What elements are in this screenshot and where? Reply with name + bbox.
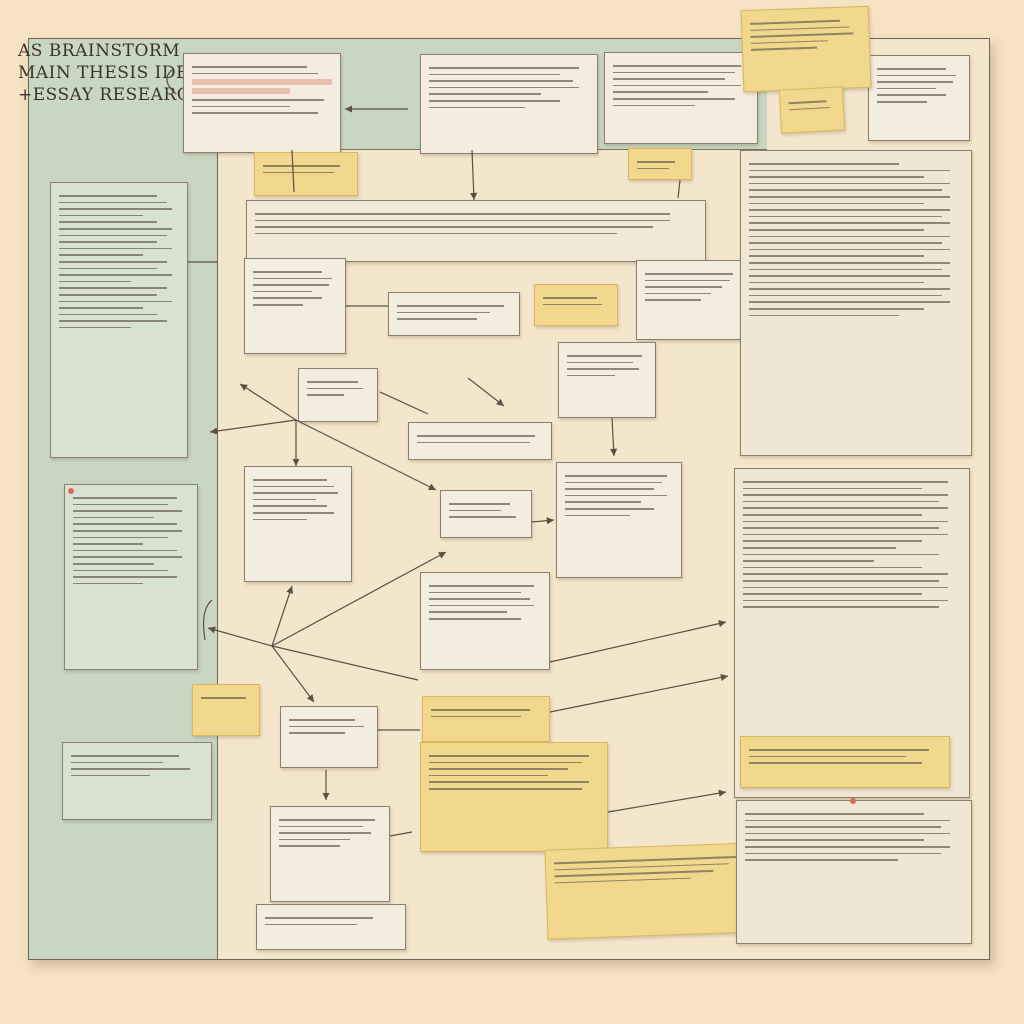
idea-card[interactable]: [270, 806, 390, 902]
sticky-note[interactable]: [534, 284, 618, 326]
highlight-bar: [192, 88, 290, 95]
right-document-top[interactable]: [740, 150, 972, 456]
sticky-note[interactable]: [254, 152, 358, 196]
left-bottom-card[interactable]: [62, 742, 212, 820]
title-line-3: +ESSAY RESEARCH: [18, 85, 206, 105]
sticky-note[interactable]: [422, 696, 550, 742]
idea-card[interactable]: [556, 462, 682, 578]
title-line-1: AS BRAINSTORM: [18, 41, 181, 61]
sticky-note[interactable]: [628, 148, 692, 180]
idea-card[interactable]: [408, 422, 552, 460]
idea-card[interactable]: [388, 292, 520, 336]
idea-card[interactable]: [558, 342, 656, 418]
title-line-2: MAIN THESIS IDEAS: [18, 63, 214, 83]
idea-card[interactable]: [280, 706, 378, 768]
idea-card[interactable]: [636, 260, 748, 340]
idea-card[interactable]: [256, 904, 406, 950]
highlight-bar: [192, 79, 332, 86]
idea-card[interactable]: [420, 572, 550, 670]
sticky-note[interactable]: [420, 742, 608, 852]
main-banner-card[interactable]: [246, 200, 706, 262]
right-document-bottom[interactable]: [736, 800, 972, 944]
left-outline-card[interactable]: [64, 484, 198, 670]
idea-card[interactable]: [440, 490, 532, 538]
board-title: AS BRAINSTORM MAIN THESIS IDEAS +ESSAY R…: [18, 40, 214, 106]
header-note-card[interactable]: [183, 53, 341, 153]
idea-card[interactable]: [298, 368, 378, 422]
sticky-note[interactable]: [192, 684, 260, 736]
research-card[interactable]: [604, 52, 758, 144]
idea-card[interactable]: [244, 258, 346, 354]
pushpin-icon: [68, 488, 74, 494]
thesis-card[interactable]: [420, 54, 598, 154]
sticky-note[interactable]: [544, 842, 760, 940]
left-notes-card[interactable]: [50, 182, 188, 458]
top-right-card[interactable]: [868, 55, 970, 141]
sticky-note[interactable]: [778, 86, 846, 134]
sticky-note[interactable]: [740, 736, 950, 788]
pushpin-icon: [850, 798, 856, 804]
sticky-note-stack[interactable]: [740, 5, 872, 93]
idea-card[interactable]: [244, 466, 352, 582]
